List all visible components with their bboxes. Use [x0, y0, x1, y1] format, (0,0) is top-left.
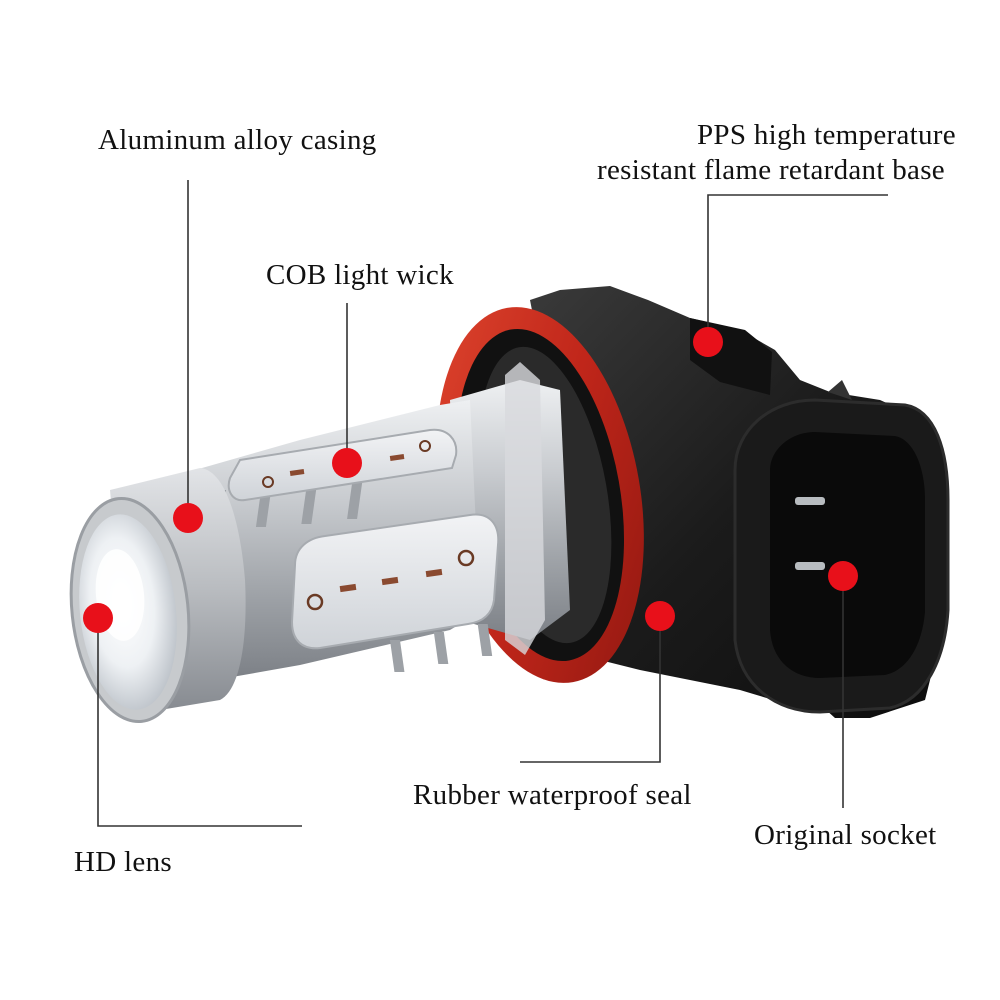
hotspot-cob-wick [332, 448, 362, 478]
leader-rubber-seal [520, 618, 661, 763]
hotspot-rubber-seal [645, 601, 675, 631]
label-hd-lens: HD lens [74, 846, 172, 878]
hotspot-pps-base [693, 327, 723, 357]
hotspot-aluminum-casing [173, 503, 203, 533]
label-rubber-seal: Rubber waterproof seal [413, 779, 692, 811]
label-aluminum-casing: Aluminum alloy casing [98, 124, 377, 156]
leader-pps-base [707, 194, 888, 342]
label-cob-wick: COB light wick [266, 259, 454, 291]
lens-head [69, 468, 246, 724]
label-pps-base-line1: PPS high temperature [697, 119, 956, 151]
hotspot-hd-lens [83, 603, 113, 633]
hotspot-original-socket [828, 561, 858, 591]
label-original-socket: Original socket [754, 819, 937, 851]
leader-lines [97, 180, 888, 827]
hotspots [83, 327, 858, 633]
leader-hd-lens [97, 618, 302, 827]
label-pps-base-line2: resistant flame retardant base [597, 154, 945, 186]
